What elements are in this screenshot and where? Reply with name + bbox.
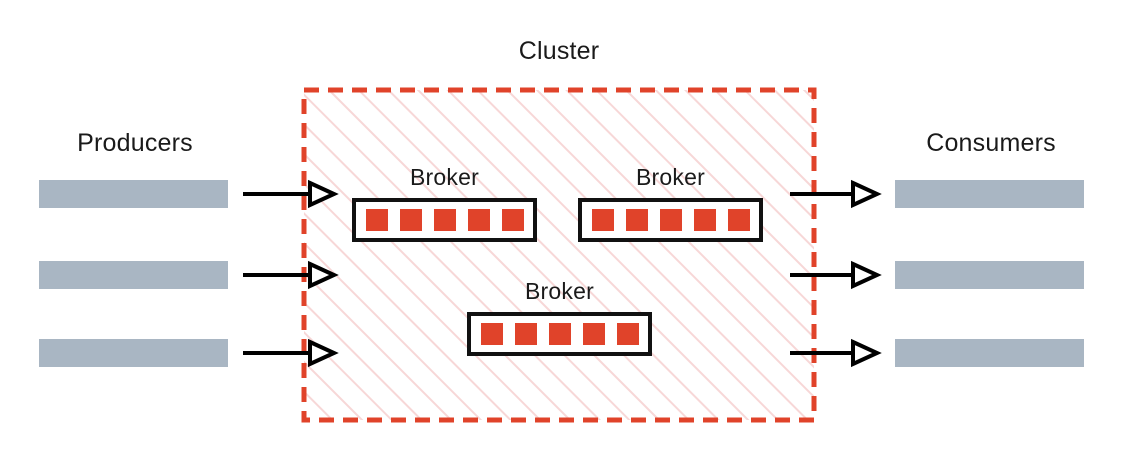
consumer-bar-2[interactable] xyxy=(895,261,1084,289)
partition-cell xyxy=(659,209,682,231)
broker-label-2: Broker xyxy=(636,164,705,190)
producer-arrow-3 xyxy=(243,338,339,368)
partition-cell xyxy=(693,209,716,231)
partition-cell xyxy=(548,323,571,345)
cluster-title: Cluster xyxy=(518,37,600,65)
cluster-hatch-fill xyxy=(304,90,814,420)
consumer-arrow-2 xyxy=(790,260,882,290)
producer-bar-3[interactable] xyxy=(39,339,228,367)
partition-cell xyxy=(501,209,524,231)
partition-cell xyxy=(591,209,614,231)
broker-box-3[interactable] xyxy=(467,312,652,356)
producer-bar-2[interactable] xyxy=(39,261,228,289)
broker-label-1: Broker xyxy=(410,164,479,190)
broker-label-3: Broker xyxy=(525,278,594,304)
consumers-title: Consumers xyxy=(926,129,1056,157)
partition-cell xyxy=(365,209,388,231)
partition-cell xyxy=(616,323,639,345)
partition-cell xyxy=(727,209,750,231)
partition-cell xyxy=(467,209,490,231)
consumer-bar-1[interactable] xyxy=(895,180,1084,208)
producers-title: Producers xyxy=(77,129,193,157)
broker-box-1[interactable] xyxy=(352,198,537,242)
producer-arrow-1 xyxy=(243,179,339,209)
partition-cell xyxy=(433,209,456,231)
partition-cell xyxy=(399,209,422,231)
producer-arrow-2 xyxy=(243,260,339,290)
cluster-dashed-border xyxy=(301,87,817,423)
consumer-arrow-3 xyxy=(790,338,882,368)
consumer-bar-3[interactable] xyxy=(895,339,1084,367)
broker-box-2[interactable] xyxy=(578,198,763,242)
partition-cell xyxy=(480,323,503,345)
partition-cell xyxy=(514,323,537,345)
consumer-arrow-1 xyxy=(790,179,882,209)
producer-bar-1[interactable] xyxy=(39,180,228,208)
partition-cell xyxy=(582,323,605,345)
partition-cell xyxy=(625,209,648,231)
